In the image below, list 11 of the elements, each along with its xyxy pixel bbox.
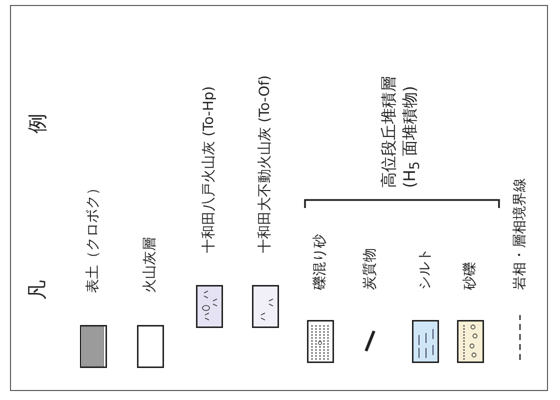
legend-label: 十和田八戸火山灰 (To-Hp) [201,86,217,253]
legend-label: 砂礫 [462,262,478,290]
legend-label: 岩相・層相境界線 [512,178,528,290]
legend-label: 十和田大不動火山灰 (To-Of) [257,75,273,253]
legend-label: 礫混り砂 [312,234,328,290]
legend-label: 火山灰層 [142,237,158,293]
legend-label: 炭質物 [362,248,378,290]
legend-title: 凡 例 [26,114,48,300]
group-label: 高位段丘堆積層 [380,76,398,188]
legend-label: 表土（クロボク） [85,181,101,293]
legend-label: シルト [417,248,433,290]
